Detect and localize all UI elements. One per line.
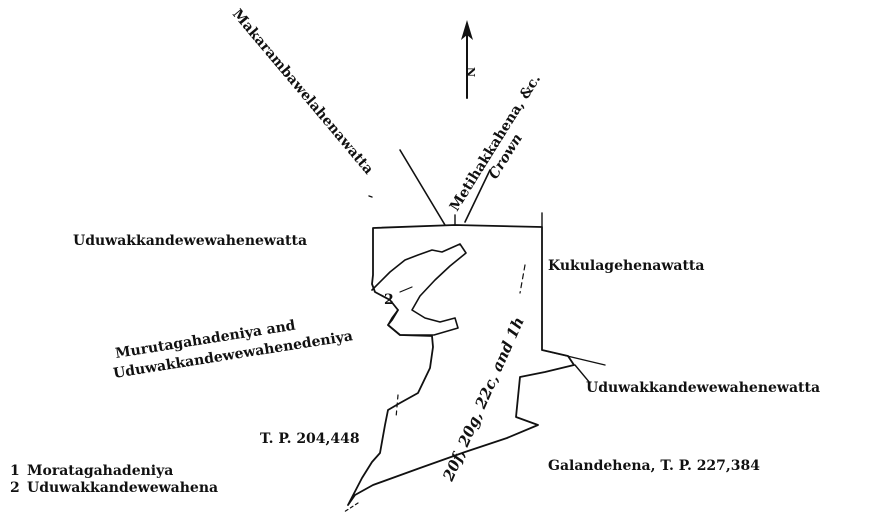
label-tp-204448: T. P. 204,448 bbox=[260, 431, 360, 447]
metihakka-boundary-line bbox=[464, 169, 491, 223]
legend-item-2-number: 2 bbox=[10, 480, 20, 496]
label-makarambawelahenawatta: Makarambawelahenawatta bbox=[229, 6, 376, 177]
right-boundary-stub bbox=[574, 364, 591, 384]
legend-item-1-text: Moratagahadeniya bbox=[27, 463, 173, 479]
label-lot-numbers: 20f, 20g, 22c, and 1h bbox=[439, 314, 528, 484]
enclave-outline bbox=[371, 243, 467, 336]
north-arrow-label: N bbox=[464, 67, 477, 77]
tick-mark bbox=[368, 195, 373, 198]
legend-item-1-number: 1 bbox=[10, 463, 20, 479]
label-uduwakka-right: Uduwakkandewewahenewatta bbox=[586, 380, 820, 396]
tp-dashed-line bbox=[395, 394, 399, 419]
southwest-corner-marker bbox=[343, 502, 359, 513]
north-arrow-head bbox=[461, 20, 473, 40]
legend-item-2-text: Uduwakkandewewahena bbox=[27, 480, 218, 496]
land-boundary bbox=[343, 212, 606, 513]
label-kukulagehenawatta: Kukulagehenawatta bbox=[548, 258, 704, 274]
legend: 1 Moratagahadeniya 2 Uduwakkandewewahena bbox=[10, 463, 218, 496]
makaramba-boundary-line bbox=[399, 149, 446, 226]
label-metihakkahena: Metihakkahena, &c. bbox=[447, 72, 544, 215]
label-lot-2: 2 bbox=[384, 292, 394, 308]
label-galandehena: Galandehena, T. P. 227,384 bbox=[548, 458, 760, 474]
inner-enclave bbox=[371, 243, 467, 336]
enclave-inner-mark bbox=[399, 286, 413, 293]
right-boundary-line bbox=[541, 349, 606, 366]
internal-dashed-line bbox=[519, 264, 526, 294]
north-arrow: N bbox=[461, 20, 477, 99]
main-parcel-outline bbox=[347, 224, 575, 506]
label-uduwakka-top: Uduwakkandewewahenewatta bbox=[73, 233, 307, 249]
